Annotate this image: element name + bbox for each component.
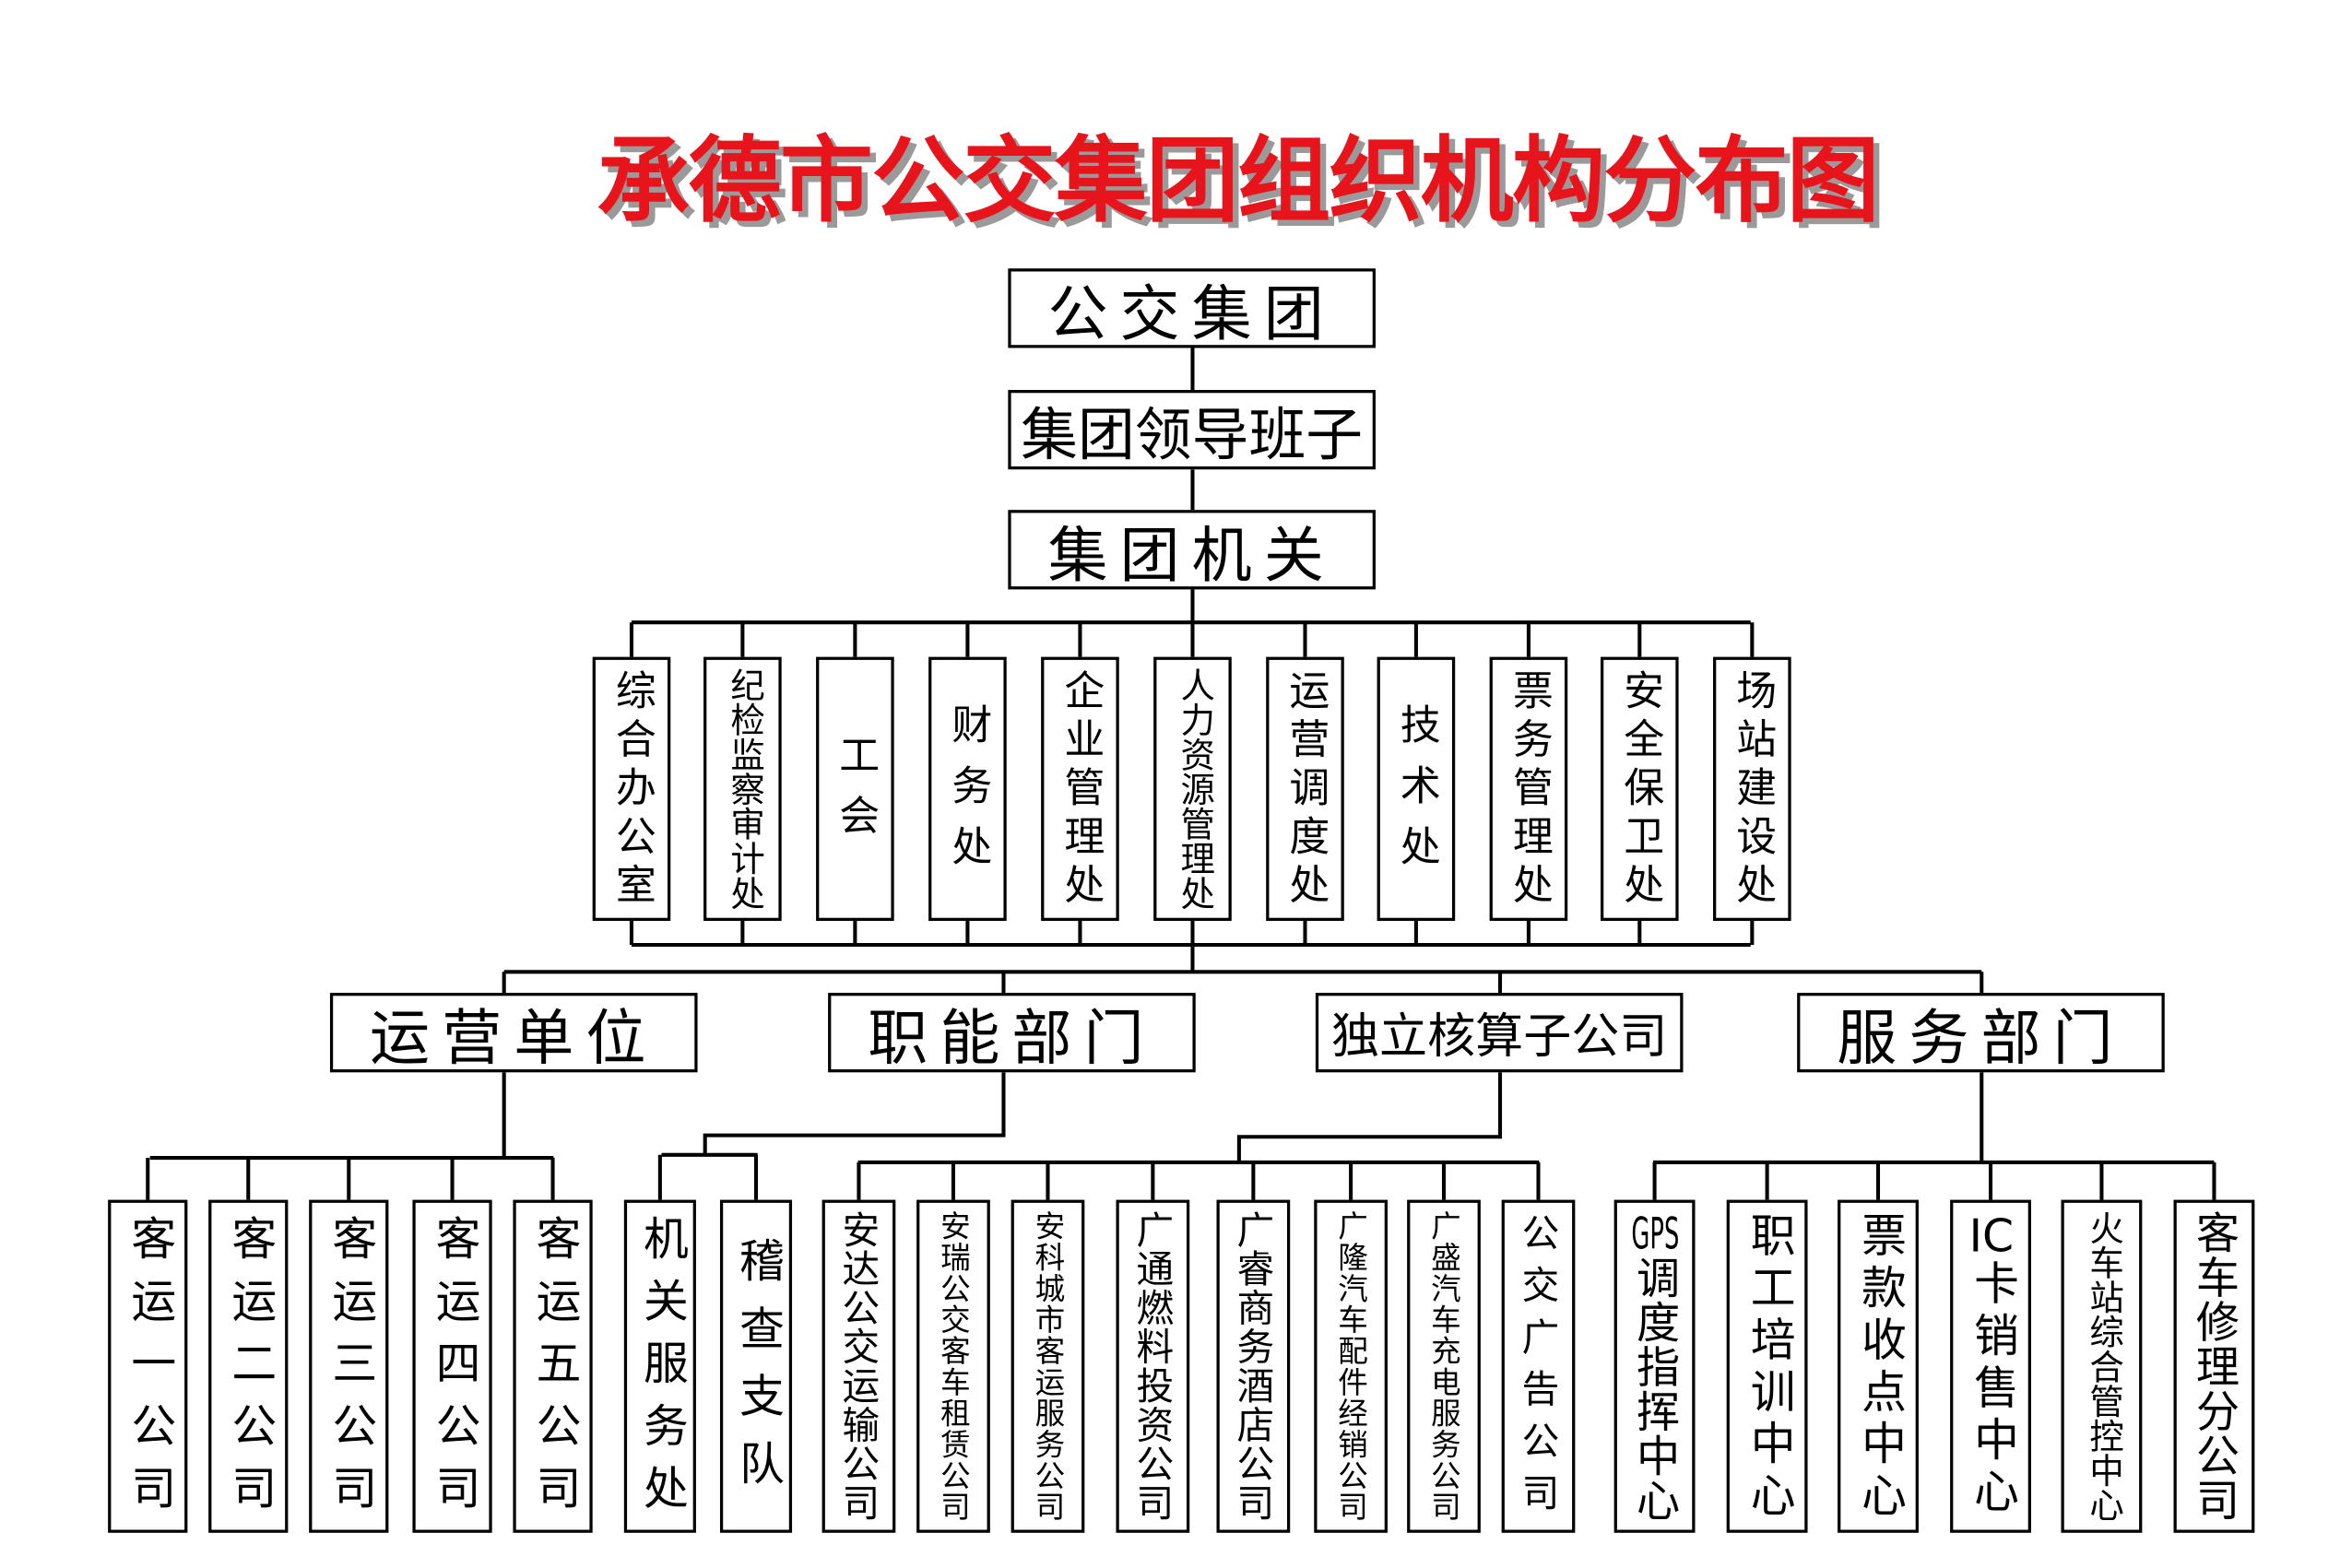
connector-line <box>149 1072 554 1161</box>
box-label: 独立核算子公司 <box>1330 1007 1668 1065</box>
box-functional-units: 职能部门 <box>828 993 1196 1073</box>
connector-line <box>631 348 1751 625</box>
connector-line <box>1652 1072 2215 1164</box>
box-label: 广盛汽车充电服务公司 <box>1425 1210 1462 1523</box>
box-label: 场站建设处 <box>1729 669 1776 913</box>
connector-line <box>661 1072 1006 1157</box>
service-units-box: GPS调度指挥中心 <box>1613 1199 1696 1533</box>
box-label: 职能部门 <box>868 1004 1156 1073</box>
departments-box: 人力资源管理处 <box>1153 656 1232 921</box>
subsidiaries-box: 公交广告公司 <box>1501 1199 1576 1533</box>
chart-title: 承德市公交集团组织机构分布图 <box>597 125 1880 236</box>
operating-units-box: 客运三公司 <box>309 1199 389 1533</box>
departments-box: 运营调度处 <box>1266 656 1344 921</box>
subsidiaries-box: 安科城市客运服务公司 <box>1011 1199 1085 1533</box>
departments-box: 纪检监察审计处 <box>703 656 782 921</box>
box-label: 集团领导班子 <box>1021 402 1364 468</box>
departments-box: 综合办公室 <box>592 656 671 921</box>
service-units-box: 客车修理分公司 <box>2173 1199 2255 1533</box>
box-label: 运营单位 <box>370 1004 658 1073</box>
box-bus-group: 公交集团 <box>1008 268 1376 348</box>
box-label: 工会 <box>832 733 879 855</box>
box-label: 广通燃料投资公司 <box>1130 1210 1175 1523</box>
box-label: 服务部门 <box>1837 1004 2125 1073</box>
box-label: 客运二公司 <box>222 1214 276 1527</box>
box-label: 企业管理处 <box>1057 669 1104 913</box>
box-label: 集团机关 <box>1047 521 1336 590</box>
box-label: 纪检监察审计处 <box>724 667 763 911</box>
box-label: 综合办公室 <box>608 669 656 913</box>
service-units-box: 火车站综合管控中心 <box>2061 1199 2143 1533</box>
box-label: 财务处 <box>944 702 991 886</box>
box-label: 运营调度处 <box>1282 669 1329 913</box>
departments-box: 票务管理处 <box>1489 656 1568 921</box>
departments-box: 财务处 <box>928 656 1007 921</box>
connector-line <box>502 942 1984 994</box>
service-units-box: 职工培训中心 <box>1726 1199 1808 1533</box>
box-label: 票务管理处 <box>1505 669 1553 913</box>
box-label: 票款收点中心 <box>1852 1211 1906 1525</box>
box-label: 安达公交运输公司 <box>836 1210 881 1523</box>
subsidiaries-box: 安达公交运输公司 <box>821 1199 896 1533</box>
departments-box: 企业管理处 <box>1041 656 1119 921</box>
service-units-box: 票款收点中心 <box>1838 1199 1919 1533</box>
box-label: 技术处 <box>1392 702 1440 886</box>
subsidiaries-box: 广睿商务酒店公司 <box>1216 1199 1291 1533</box>
box-label: 安全保卫处 <box>1616 669 1663 913</box>
box-label: IC卡销售中心 <box>1965 1215 2018 1521</box>
box-label: 客运四公司 <box>426 1214 479 1527</box>
subsidiaries-box: 广盛汽车充电服务公司 <box>1407 1199 1481 1533</box>
subsidiaries-box: 广隆汽车配件经销公司 <box>1314 1199 1388 1533</box>
box-label: 客运三公司 <box>323 1214 376 1527</box>
box-label: 公交集团 <box>1047 279 1336 348</box>
operating-units-box: 客运一公司 <box>108 1199 188 1533</box>
subsidiaries-box: 安瑞公交客车租赁公司 <box>916 1199 990 1533</box>
box-label: 稽查支队 <box>730 1236 784 1507</box>
box-label: 人力资源管理处 <box>1174 667 1213 911</box>
box-group-offices: 集团机关 <box>1008 510 1376 590</box>
box-label: 职工培训中心 <box>1741 1211 1794 1525</box>
box-label: GPS调度指挥中心 <box>1629 1210 1682 1523</box>
box-label: 机关服务处 <box>634 1214 688 1527</box>
operating-units-box: 客运四公司 <box>412 1199 492 1533</box>
departments-box: 工会 <box>816 656 894 921</box>
box-label: 公交广告公司 <box>1516 1213 1561 1527</box>
box-label: 广隆汽车配件经销公司 <box>1332 1210 1369 1523</box>
connector-line <box>857 1072 1540 1164</box>
functional-units-box: 稽查支队 <box>719 1199 793 1533</box>
box-subsidiaries: 独立核算子公司 <box>1315 993 1684 1073</box>
functional-units-box: 机关服务处 <box>623 1199 696 1533</box>
box-operating-units: 运营单位 <box>329 993 698 1073</box>
box-label: 广睿商务酒店公司 <box>1231 1210 1275 1523</box>
box-label: 客运一公司 <box>122 1214 175 1527</box>
box-label: 客运五公司 <box>526 1214 580 1527</box>
departments-box: 技术处 <box>1377 656 1456 921</box>
box-leadership: 集团领导班子 <box>1008 390 1376 470</box>
departments-box: 场站建设处 <box>1713 656 1791 921</box>
box-label: 安科城市客运服务公司 <box>1029 1210 1066 1523</box>
box-label: 客车修理分公司 <box>2189 1210 2240 1523</box>
subsidiaries-box: 广通燃料投资公司 <box>1116 1199 1190 1533</box>
service-units-box: IC卡销售中心 <box>1950 1199 2031 1533</box>
box-service-units: 服务部门 <box>1797 993 2165 1073</box>
box-label: 安瑞公交客车租赁公司 <box>935 1210 972 1523</box>
operating-units-box: 客运五公司 <box>513 1199 593 1533</box>
operating-units-box: 客运二公司 <box>208 1199 289 1533</box>
departments-box: 安全保卫处 <box>1601 656 1679 921</box>
box-label: 火车站综合管控中心 <box>2083 1210 2122 1523</box>
